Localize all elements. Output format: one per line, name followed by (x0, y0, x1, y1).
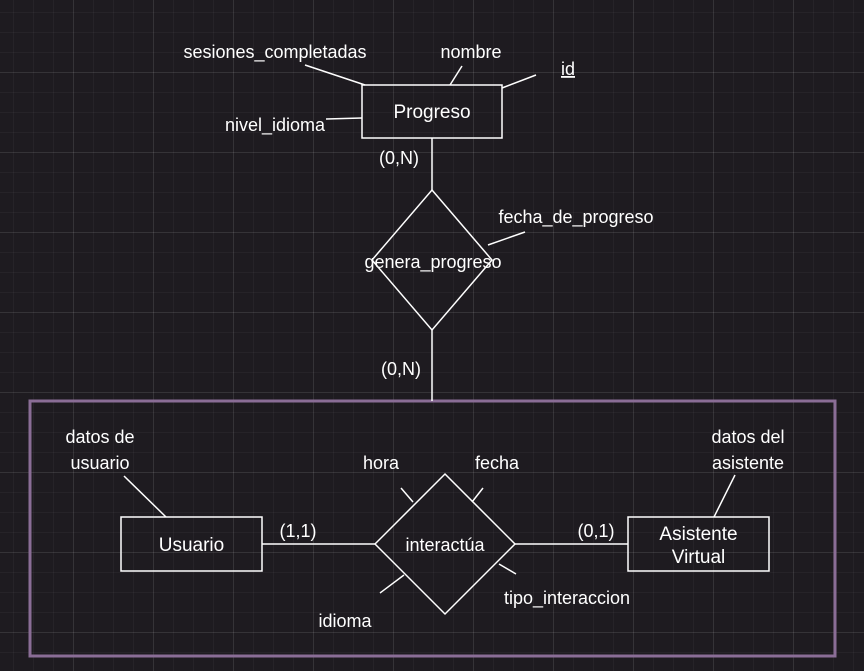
entity-progreso-box[interactable] (361, 84, 503, 139)
cardinality-usuario: (1,1) (279, 521, 316, 541)
entity-asistente-box[interactable] (627, 516, 770, 572)
attribute-datos-asistente-line2: asistente (712, 453, 784, 473)
attr-nivel-idioma-line (325, 117, 363, 120)
attribute-fecha-de-progreso: fecha_de_progreso (498, 207, 653, 228)
attr-datos-asistente-line (713, 474, 736, 518)
attribute-nombre: nombre (440, 42, 501, 62)
entity-usuario-box[interactable] (120, 516, 263, 572)
attr-idioma-line (379, 574, 405, 594)
cardinality-progreso: (0,N) (379, 148, 419, 168)
entity-usuario-label: Usuario (159, 535, 224, 556)
attribute-nivel-idioma: nivel_idioma (225, 115, 326, 136)
attr-fecha-progreso-line (487, 231, 526, 246)
entity-asistente-label-line2: Virtual (672, 547, 726, 568)
entity-progreso-label: Progreso (393, 102, 470, 123)
connector-lines (123, 64, 736, 594)
attribute-tipo-interaccion: tipo_interaccion (504, 588, 630, 609)
attribute-id: id (561, 59, 575, 79)
attr-nombre-line (449, 65, 463, 86)
attr-tipo-interaccion-line (498, 563, 517, 575)
attr-fecha-line (471, 487, 484, 503)
relationship-genera-progreso-label: genera_progreso (364, 252, 501, 273)
cardinality-aggregation: (0,N) (381, 359, 421, 379)
entity-asistente-label-line1: Asistente (659, 524, 737, 545)
attribute-datos-asistente-line1: datos del (711, 427, 784, 447)
relationship-interactua-diamond[interactable] (373, 472, 517, 616)
attribute-idioma: idioma (318, 611, 372, 631)
attribute-datos-usuario-line1: datos de (65, 427, 134, 447)
relationship-genera-progreso-diamond[interactable] (371, 188, 493, 332)
attr-sesiones-line (304, 64, 366, 86)
attribute-hora: hora (363, 453, 400, 473)
attribute-fecha: fecha (475, 453, 520, 473)
cardinality-asistente: (0,1) (577, 521, 614, 541)
attr-datos-usuario-line (123, 475, 167, 518)
attribute-sesiones-completadas: sesiones_completadas (183, 42, 366, 63)
relationship-interactua-label: interactúa (405, 535, 485, 555)
attr-hora-line (400, 487, 414, 503)
attr-id-line (501, 74, 537, 89)
attribute-datos-usuario-line2: usuario (70, 453, 129, 473)
